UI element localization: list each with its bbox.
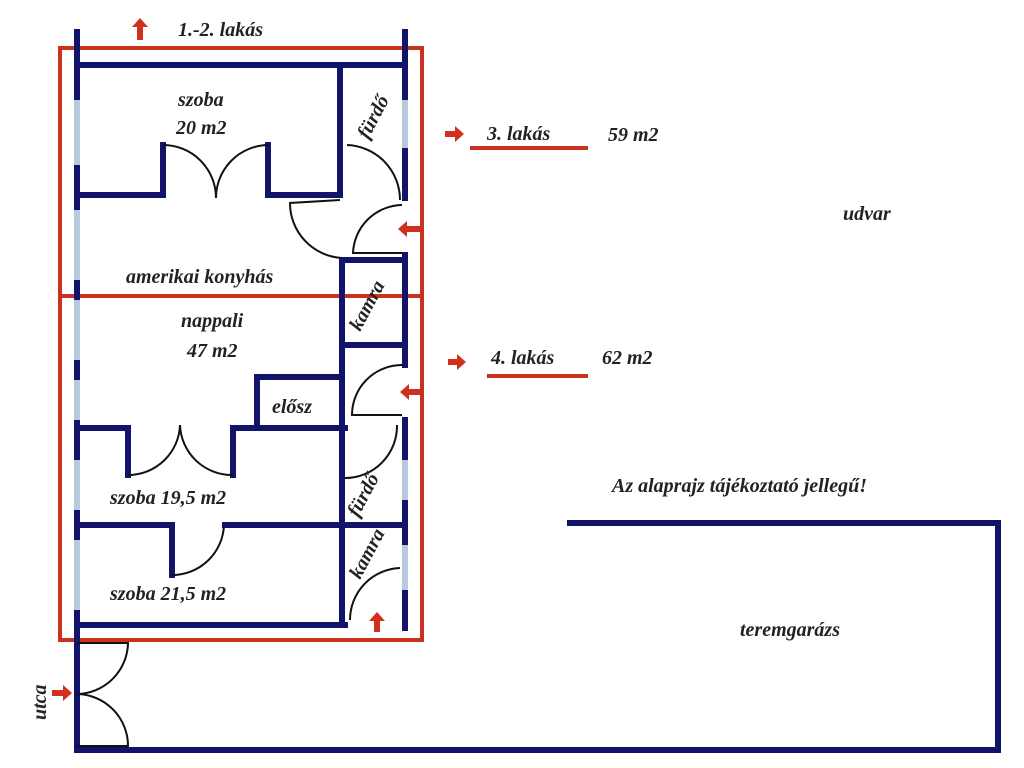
doors (76, 144, 403, 747)
arrow-up-icon (369, 612, 385, 632)
labels: 1.-2. lakás 3. lakás 59 m2 udvar szoba 2… (29, 19, 891, 720)
disclaimer: Az alaprajz tájékoztató jellegű! (610, 475, 867, 497)
arrow-left-icon (398, 221, 420, 237)
street-label: utca (29, 684, 51, 720)
arrow-up-icon (132, 18, 148, 40)
arrow-left-icon (400, 384, 420, 400)
unit-3-label: 3. lakás (486, 123, 551, 145)
bath-bottom-label: fürdő (343, 468, 385, 520)
room-szoba-label: szoba (177, 89, 224, 111)
walls (74, 29, 1001, 753)
bath-top-label: fürdő (353, 90, 395, 142)
pantry-top-label: kamra (345, 277, 389, 334)
room-19-label: szoba 19,5 m2 (109, 487, 226, 509)
arrow-right-icon (448, 354, 466, 370)
unit-4-label: 4. lakás (490, 347, 555, 369)
room-szoba-area: 20 m2 (175, 117, 227, 139)
unit-4-area: 62 m2 (602, 347, 653, 369)
garage-label: teremgarázs (740, 619, 840, 641)
living-area: 47 m2 (186, 340, 238, 362)
living-label: nappali (181, 310, 244, 332)
unit-3-area: 59 m2 (608, 124, 659, 146)
pantry-bottom-label: kamra (345, 525, 389, 582)
unit-outline (58, 46, 588, 642)
arrow-right-icon (445, 126, 464, 142)
courtyard-label: udvar (843, 203, 891, 225)
arrow-right-icon (52, 685, 72, 701)
kitchen-label: amerikai konyhás (126, 266, 273, 288)
room-21-label: szoba 21,5 m2 (109, 583, 226, 605)
units-1-2-label: 1.-2. lakás (178, 19, 263, 41)
hall-label: elősz (272, 396, 312, 418)
